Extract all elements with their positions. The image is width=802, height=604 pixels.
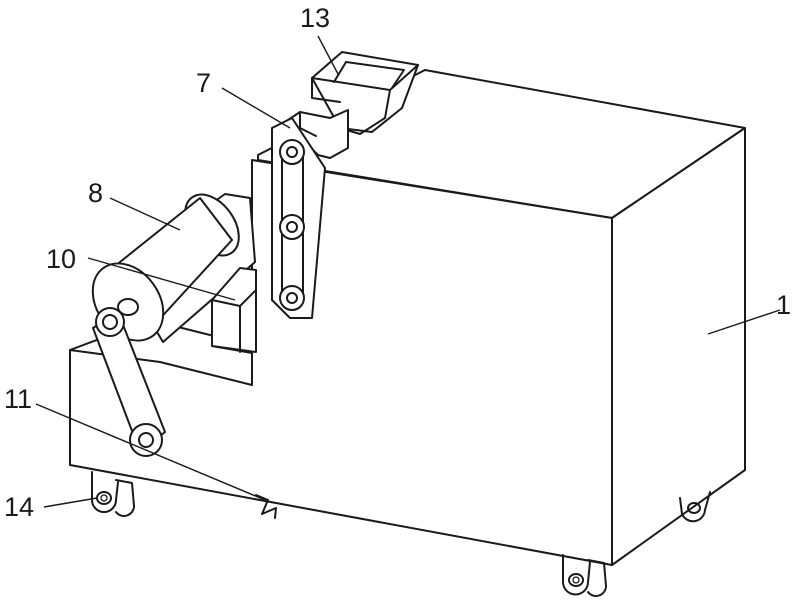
label-10: 10 — [46, 244, 76, 274]
label-11: 11 — [4, 384, 32, 414]
label-7: 7 — [196, 68, 211, 98]
label-8: 8 — [88, 178, 103, 208]
caster-wheel-front-right — [563, 555, 606, 596]
label-13: 13 — [300, 3, 330, 33]
label-1: 1 — [776, 290, 791, 320]
caster-wheel-front-left — [92, 472, 134, 516]
label-14: 14 — [4, 492, 34, 522]
